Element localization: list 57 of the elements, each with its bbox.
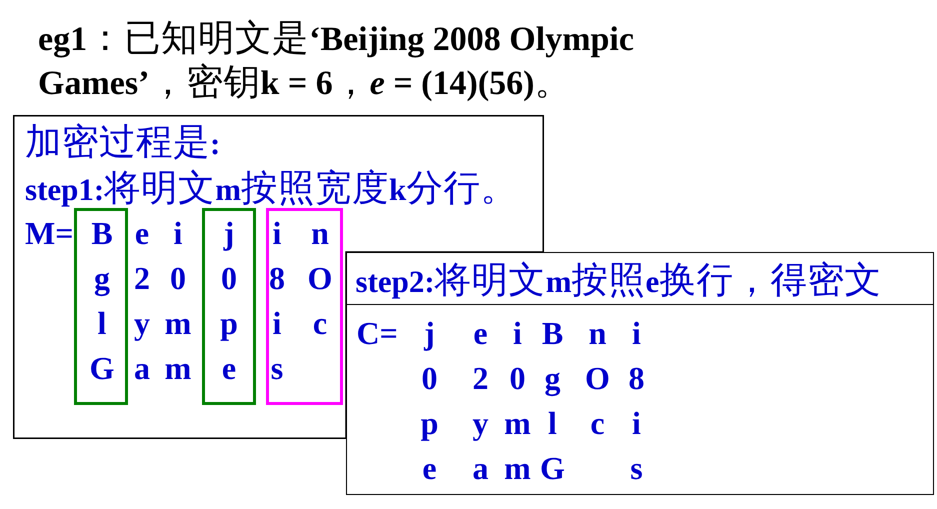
matrix-letter: G <box>540 452 565 484</box>
matrix-letter: g <box>94 262 110 294</box>
matrix-letter: i <box>632 316 641 349</box>
matrix-letter: l <box>548 406 557 439</box>
matrix-label: C= <box>356 316 398 349</box>
matrix-letter: s <box>630 452 643 484</box>
matrix-letter: c <box>312 307 328 340</box>
column-highlight <box>266 208 343 405</box>
matrix-letter: p <box>220 307 238 340</box>
matrix-letter: i <box>174 217 182 250</box>
matrix-letter: 0 <box>221 262 237 294</box>
matrix-letter: e <box>473 316 488 349</box>
intro-text: 加密过程是: <box>25 124 220 161</box>
matrix-letter: 2 <box>472 362 488 394</box>
matrix-letter: m <box>164 352 192 384</box>
column-highlight <box>202 208 256 405</box>
matrix-letter: j <box>424 316 435 349</box>
matrix-letter: g <box>544 362 560 394</box>
matrix-letter: m <box>164 307 192 340</box>
matrix-letter: 0 <box>510 362 526 394</box>
matrix-letter: i <box>272 217 282 250</box>
matrix-letter: e <box>134 217 150 250</box>
matrix-letter: B <box>91 217 113 250</box>
matrix-letter: a <box>472 452 488 484</box>
step-text: step1:将明文m按照宽度k分行。 <box>25 170 518 207</box>
matrix-letter: O <box>585 362 610 394</box>
matrix-label: M= <box>25 217 74 250</box>
matrix-letter: m <box>504 452 531 484</box>
matrix-letter: s <box>270 352 284 384</box>
matrix-letter: p <box>420 406 438 439</box>
matrix-letter: m <box>504 406 531 439</box>
matrix-letter: l <box>98 307 106 340</box>
matrix-letter: 2 <box>134 262 150 294</box>
matrix-letter: y <box>134 307 150 340</box>
cipher-panel <box>346 304 934 494</box>
step-text: step2:将明文m按照e换行，得密文 <box>356 262 882 300</box>
matrix-letter: n <box>311 217 329 250</box>
matrix-letter: 0 <box>170 262 186 294</box>
matrix-letter: i <box>632 406 641 439</box>
matrix-letter: G <box>90 352 114 384</box>
matrix-letter: i <box>513 316 522 349</box>
matrix-letter: e <box>422 452 437 484</box>
matrix-letter: B <box>542 316 564 349</box>
matrix-letter: c <box>590 406 605 439</box>
heading-bar <box>346 252 934 305</box>
matrix-letter: 8 <box>269 262 285 294</box>
matrix-letter: O <box>308 262 332 294</box>
matrix-letter: n <box>588 316 606 349</box>
column-highlight <box>74 208 128 405</box>
matrix-letter: 8 <box>628 362 644 394</box>
matrix-letter: y <box>472 406 488 439</box>
matrix-letter: a <box>134 352 150 384</box>
matrix-letter: j <box>224 217 234 250</box>
matrix-letter: 0 <box>422 362 438 394</box>
matrix-letter: i <box>272 307 282 340</box>
title-text: eg1：已知明文是‘Beijing 2008 Olympic Games’，密钥k = 6，e = (14)(56)。 <box>38 17 635 104</box>
matrix-letter: e <box>222 352 236 384</box>
